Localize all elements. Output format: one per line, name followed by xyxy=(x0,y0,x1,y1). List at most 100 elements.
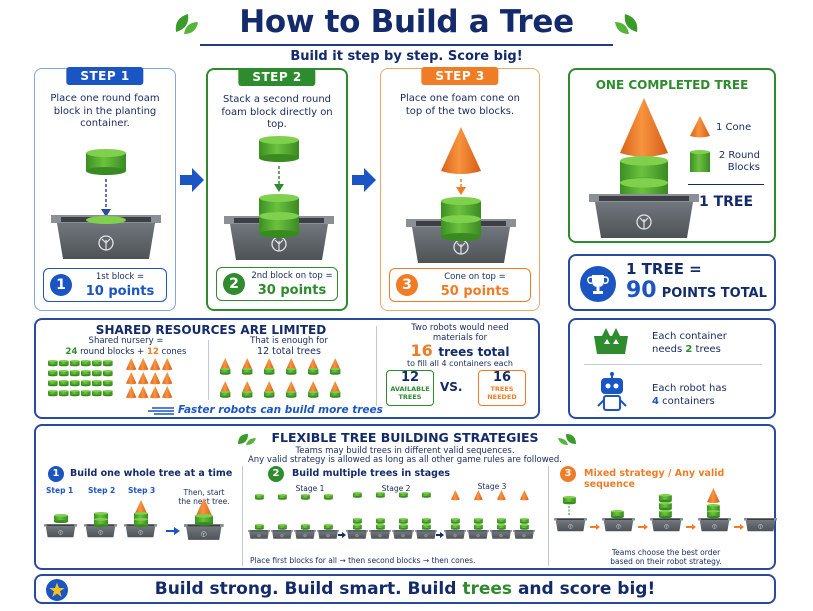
strategy-1-then-1: Then, start xyxy=(183,488,225,497)
nursery-blocks-count: 24 xyxy=(65,347,78,357)
container-needs-line-1: Each container xyxy=(652,331,727,342)
stage-container-icon xyxy=(466,529,490,539)
stage-block-icon xyxy=(497,518,506,524)
step-arrow-2-icon xyxy=(352,168,376,192)
strategy-1-step-1: Step 1 xyxy=(46,486,74,495)
stage-block-icon xyxy=(399,492,408,498)
robot-has-text: Each robot has 4 containers xyxy=(652,382,727,408)
step-3-points-value: 50 points xyxy=(440,284,510,299)
nursery-cone-icon xyxy=(126,386,137,399)
strategy-1-illustration xyxy=(43,498,224,541)
nursery-block-icon xyxy=(92,380,102,387)
stage-container-icon xyxy=(368,529,392,539)
step-2-number: 2 xyxy=(223,273,245,295)
stage-block-icon xyxy=(353,518,362,524)
stage-block-icon xyxy=(520,518,529,524)
completed-tree-illustration xyxy=(588,98,700,239)
tree-block-icon xyxy=(308,391,319,398)
needed-label-2: NEEDED xyxy=(487,393,517,401)
step-2-tag: STEP 2 xyxy=(238,68,316,86)
container-needs-c: trees xyxy=(695,344,721,355)
step-1-points-label: 1st block = xyxy=(95,272,145,282)
strategy-3-number: 3 xyxy=(560,466,576,482)
step-2-illustration xyxy=(223,136,335,261)
faster-robots-text: Faster robots can build more trees xyxy=(178,404,383,416)
total-points-line-2: 90 POINTS TOTAL xyxy=(626,278,767,303)
strategies-sub-1: Teams may build trees in different valid… xyxy=(295,446,515,456)
available-num: 12 xyxy=(400,370,420,385)
stage-cone-icon xyxy=(497,490,506,501)
nursery-block-icon xyxy=(92,360,102,367)
footer-banner: Build strong. Build smart. Build trees a… xyxy=(34,574,776,604)
stage-block-icon xyxy=(451,524,460,530)
completed-tree-card: ONE COMPLETED TREE 1 Cone 2 Round Blocks… xyxy=(568,68,776,243)
strategy-1-step-2: Step 2 xyxy=(88,486,116,495)
strategy-1-number: 1 xyxy=(48,466,64,482)
stage-block-icon xyxy=(399,518,408,524)
step-1-card: STEP 1 Place one round foam block in the… xyxy=(34,67,176,311)
container-needs-text: Each container needs 2 trees xyxy=(652,330,727,356)
strategy-3-foot-1: Teams choose the best order xyxy=(611,548,721,557)
stage-container-icon xyxy=(391,529,415,539)
nursery-block-icon xyxy=(59,390,69,397)
stage-container-icon xyxy=(443,529,467,539)
nursery-line-2: 24 round blocks + 12 cones xyxy=(46,347,206,358)
tree-block-icon xyxy=(330,391,341,398)
nursery-block-icon xyxy=(70,360,80,367)
trophy-icon xyxy=(580,266,616,302)
page-title: How to Build a Tree xyxy=(239,4,574,40)
need-trees: trees total xyxy=(438,345,510,359)
nursery-cone-icon xyxy=(162,372,173,385)
tree-block-icon xyxy=(264,391,275,398)
stage-block-icon xyxy=(399,524,408,530)
step-arrow-1-icon xyxy=(180,168,204,192)
stage-container-icon xyxy=(414,529,438,539)
nursery-cone-icon xyxy=(162,386,173,399)
cone-legend-icon xyxy=(690,116,710,138)
shared-resources-title: SHARED RESOURCES ARE LIMITED xyxy=(95,323,327,337)
step-1-illustration xyxy=(50,149,162,260)
need-count: 16 xyxy=(410,341,433,360)
strategy-3-title: Mixed strategy / Any valid sequence xyxy=(584,468,725,490)
need-line-1: Two robots would need xyxy=(411,323,509,333)
title-underline xyxy=(200,44,613,46)
step-3-card: STEP 3 Place one foam cone on top of the… xyxy=(380,67,540,311)
strategy-2-foot-arrow-1-icon: → xyxy=(339,556,346,565)
containers-divider xyxy=(584,364,762,365)
strategies-sub-2: Any valid strategy is allowed as long as… xyxy=(247,455,563,465)
step-2-card: STEP 2 Stack a second round foam block d… xyxy=(206,68,348,311)
shared-divider-2 xyxy=(376,326,377,406)
nursery-block-icon xyxy=(103,370,113,377)
stage-block-icon xyxy=(422,518,431,524)
available-label-1: AVAILABLE xyxy=(390,385,430,393)
step-2-points-value: 30 points xyxy=(257,283,327,298)
strategy-2-foot-1: Place first blocks for all xyxy=(250,556,338,565)
tree-block-icon xyxy=(286,391,297,398)
step-2-points-label: 2nd block on top = xyxy=(251,271,333,281)
nursery-block-icon xyxy=(103,360,113,367)
tree-block-icon xyxy=(242,368,253,375)
nursery-block-icon xyxy=(48,360,58,367)
needed-label-1: TREES xyxy=(490,385,514,393)
stage-block-icon xyxy=(324,524,333,530)
nursery-block-icon xyxy=(92,390,102,397)
need-line-3: to fill all 4 containers each xyxy=(406,359,514,368)
stage-block-icon xyxy=(278,524,287,530)
stage-arrow-icon xyxy=(338,532,346,538)
strategy-1-title: Build one whole tree at a time xyxy=(70,468,233,479)
completed-tree-title: ONE COMPLETED TREE xyxy=(595,78,749,92)
nursery-block-icon xyxy=(103,380,113,387)
nursery-block-icon xyxy=(70,390,80,397)
step-1-tag: STEP 1 xyxy=(66,67,144,85)
shared-divider-1 xyxy=(208,340,209,400)
robot-has-line-2: 4 containers xyxy=(652,395,727,408)
strategy-2-number: 2 xyxy=(268,466,284,482)
enough-line-1: That is enough for xyxy=(250,336,328,346)
stage-container-icon xyxy=(512,529,536,539)
strategies-leaf-right-icon xyxy=(558,434,576,445)
blocks-legend-label: 2 Round Blocks xyxy=(714,150,760,174)
tree-block-icon xyxy=(220,391,231,398)
shared-resources-card: SHARED RESOURCES ARE LIMITED Shared nurs… xyxy=(34,318,540,419)
robot-container-count: 4 xyxy=(652,396,659,407)
star-icon xyxy=(46,579,68,601)
